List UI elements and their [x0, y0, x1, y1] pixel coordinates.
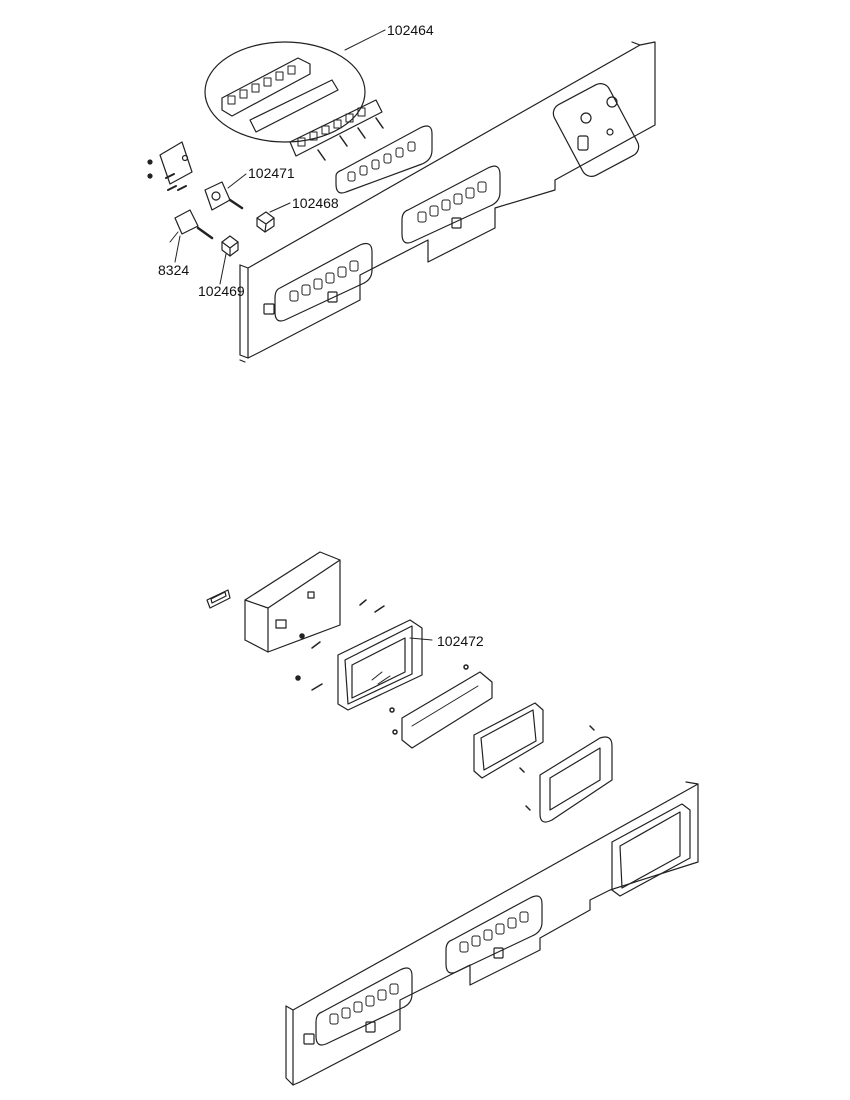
- callout-8324: 8324: [158, 262, 190, 278]
- display-frame: [473, 702, 544, 779]
- upper-panel-keypad-left: [263, 242, 373, 322]
- callout-102464: 102464: [387, 22, 434, 38]
- keypad-overlay-detail: [204, 41, 366, 143]
- rotary-switch-lower: [169, 209, 214, 243]
- lower-dash-panel: [285, 781, 699, 1086]
- display-gasket: [401, 671, 493, 749]
- lower-panel-keypad-middle: [445, 895, 543, 974]
- knob-upper: [256, 211, 275, 233]
- display-bezel: [539, 736, 613, 823]
- callout-102471: 102471: [248, 165, 295, 181]
- upper-dash-panel: [239, 41, 656, 363]
- display-back-housing: [244, 551, 341, 653]
- rotary-switch-upper: [204, 181, 244, 211]
- studs-and-screws: [295, 599, 595, 811]
- callout-102468: 102468: [292, 195, 339, 211]
- switch-board: [289, 99, 384, 161]
- callout-102472: 102472: [437, 633, 484, 649]
- loose-keypad-bezel: [335, 125, 433, 194]
- mounting-bracket: [147, 141, 193, 191]
- display-module: [337, 619, 433, 711]
- label-plate: [206, 589, 231, 609]
- callout-102469: 102469: [198, 283, 245, 299]
- knob-lower: [221, 235, 239, 257]
- upper-panel-keypad-middle: [401, 165, 501, 244]
- leader-lines-upper: [174, 29, 386, 285]
- lower-panel-keypad-left: [303, 967, 413, 1046]
